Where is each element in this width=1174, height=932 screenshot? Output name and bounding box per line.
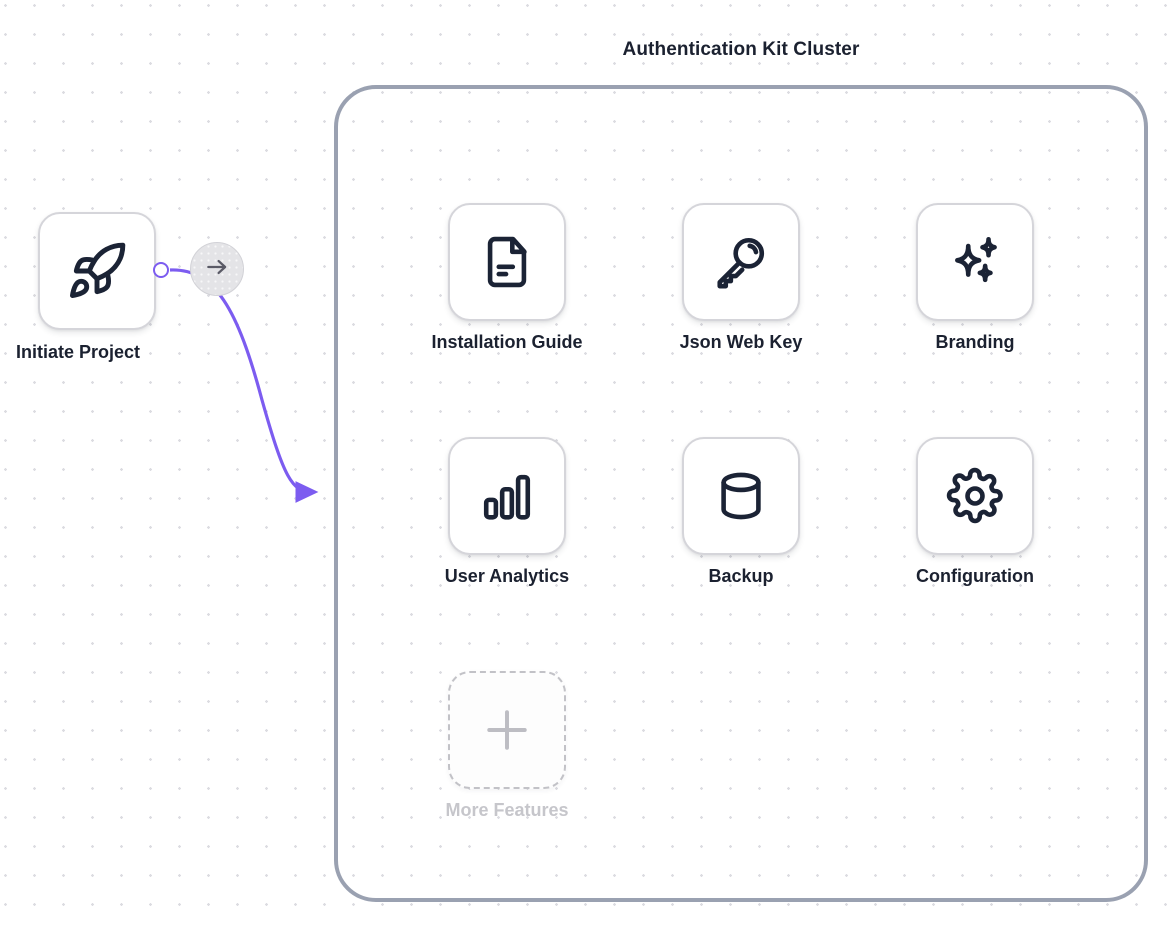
arrow-right-button[interactable]: [190, 242, 244, 296]
node-card[interactable]: [38, 212, 156, 330]
node-card[interactable]: [916, 437, 1034, 555]
node-card[interactable]: [682, 437, 800, 555]
node-label: Branding: [935, 332, 1015, 352]
node-card[interactable]: [682, 203, 800, 321]
node-label: User Analytics: [444, 566, 570, 586]
node-installation-guide[interactable]: Installation Guide: [432, 203, 583, 353]
source-handle[interactable]: [153, 262, 169, 278]
edge-initiate-to-cluster: [169, 268, 319, 503]
node-configuration[interactable]: Configuration: [916, 437, 1034, 587]
cluster-group[interactable]: [334, 85, 1148, 902]
sparkles-icon: [946, 233, 1004, 291]
arrow-right-icon: [204, 254, 230, 285]
node-label: Json Web Key: [679, 332, 803, 352]
node-label: Configuration: [916, 566, 1034, 586]
node-label: Backup: [708, 566, 774, 586]
node-label: Installation Guide: [431, 332, 583, 352]
node-backup[interactable]: Backup: [682, 437, 800, 587]
node-card[interactable]: [916, 203, 1034, 321]
node-json-web-key[interactable]: Json Web Key: [679, 203, 803, 353]
plus-icon: [479, 702, 535, 758]
document-icon: [478, 233, 536, 291]
node-card[interactable]: [448, 671, 566, 789]
database-icon: [712, 467, 770, 525]
node-initiate-project[interactable]: Initiate Project: [16, 212, 156, 363]
node-branding[interactable]: Branding: [916, 203, 1034, 353]
key-icon: [712, 233, 770, 291]
bar-chart-icon: [478, 467, 536, 525]
node-card[interactable]: [448, 203, 566, 321]
node-card[interactable]: [448, 437, 566, 555]
node-label: More Features: [445, 800, 569, 820]
cluster-title: Authentication Kit Cluster: [622, 39, 860, 60]
rocket-icon: [66, 240, 128, 302]
node-add-more-features[interactable]: More Features: [445, 671, 569, 821]
node-label: Initiate Project: [16, 342, 141, 362]
node-user-analytics[interactable]: User Analytics: [444, 437, 570, 587]
gear-icon: [946, 467, 1004, 525]
